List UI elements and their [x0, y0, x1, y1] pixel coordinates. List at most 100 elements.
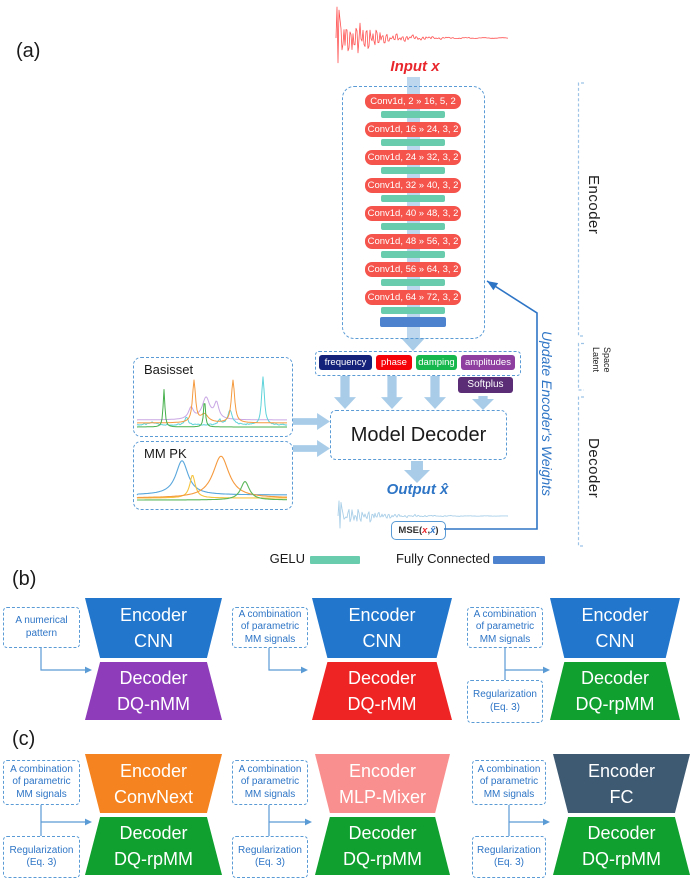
- decoder-line2: DQ-rpMM: [114, 849, 193, 869]
- input-box: A combination of parametric MM signals: [467, 607, 543, 648]
- connector-line: [268, 805, 308, 836]
- conv-layer-4: Conv1d, 32 » 40, 3, 2: [365, 178, 461, 193]
- mm-pk-spectra-plot: [136, 455, 287, 501]
- input-box: A combination of parametric MM signals: [472, 760, 546, 805]
- decoder-trapezoid: Decoder DQ-rpMM: [550, 662, 680, 720]
- basisset-label: Basisset: [144, 362, 194, 377]
- decoder-trapezoid: Decoder DQ-rpMM: [315, 817, 450, 875]
- legend-gelu-label: GELU: [269, 551, 305, 566]
- input-box: A numerical pattern: [3, 607, 80, 648]
- encoder-trapezoid: Encoder CNN: [85, 598, 222, 658]
- down-arrow-icon: [424, 376, 446, 409]
- regularization-box: Regularization (Eq. 3): [472, 836, 546, 878]
- mse-sep: ,: [427, 525, 431, 536]
- encoder-line1: Encoder: [348, 605, 416, 625]
- encoder-line2: CNN: [134, 631, 173, 651]
- mse-box: MSE(x, x̂): [391, 521, 446, 540]
- gelu-bar: [381, 139, 445, 146]
- decoder-trapezoid: Decoder DQ-rMM: [312, 662, 452, 720]
- conv-layer-3: Conv1d, 24 » 32, 3, 2: [365, 150, 461, 165]
- panel-a-label: (a): [16, 40, 41, 62]
- down-arrow-icon: [472, 396, 494, 410]
- latent-bracket: [577, 342, 584, 391]
- input-label: Input x: [390, 58, 440, 75]
- mse-close: ): [435, 525, 439, 536]
- down-arrow-icon: [404, 461, 430, 483]
- latent-chip-phase: phase: [376, 355, 412, 370]
- side-label-decoder: Decoder: [585, 438, 602, 499]
- encoder-trapezoid: Encoder FC: [553, 754, 690, 813]
- conv-layer-1: Conv1d, 2 » 16, 5, 2: [365, 94, 461, 109]
- encoder-line1: Encoder: [119, 760, 188, 781]
- gelu-bar: [381, 111, 445, 118]
- down-arrow-icon: [381, 376, 403, 409]
- decoder-bracket: [577, 396, 584, 547]
- input-box: A combination of parametric MM signals: [232, 607, 308, 648]
- decoder-line1: Decoder: [119, 823, 188, 843]
- decoder-line1: Decoder: [587, 823, 656, 843]
- decoder-trapezoid: Decoder DQ-rpMM: [553, 817, 690, 875]
- regularization-box: Regularization (Eq. 3): [3, 836, 80, 878]
- decoder-line2: DQ-rpMM: [582, 849, 661, 869]
- gelu-bar: [381, 167, 445, 174]
- right-arrow-icon: [293, 413, 330, 430]
- softplus-chip: Softplus: [458, 377, 513, 393]
- connector-line: [40, 805, 88, 836]
- encoder-line1: Encoder: [587, 760, 656, 781]
- decoder-line1: Decoder: [348, 823, 417, 843]
- gelu-bar: [381, 195, 445, 202]
- mse-func: MSE(: [398, 525, 423, 536]
- encoder-line2: MLP-Mixer: [338, 786, 426, 807]
- fully-connected-bar: [380, 317, 446, 327]
- connector-line: [508, 805, 546, 836]
- decoder-line2: DQ-nMM: [117, 694, 190, 714]
- decoder-line1: Decoder: [119, 668, 188, 688]
- connector-line: [268, 648, 304, 671]
- decoder-trapezoid: Decoder DQ-rpMM: [85, 817, 222, 875]
- encoder-line2: ConvNext: [113, 786, 194, 807]
- feedback-arrowhead-icon: [487, 281, 499, 291]
- latent-chip-frequency: frequency: [319, 355, 372, 370]
- legend-fc-label: Fully Connected: [396, 551, 490, 566]
- decoder-line1: Decoder: [580, 668, 650, 688]
- down-arrow-icon: [334, 376, 356, 409]
- encoder-line2: FC: [609, 786, 634, 807]
- conv-layer-2: Conv1d, 16 » 24, 3, 2: [365, 122, 461, 137]
- mse-x: x: [422, 525, 428, 536]
- basisset-spectra-plot: [136, 376, 288, 428]
- encoder-trapezoid: Encoder ConvNext: [85, 754, 222, 813]
- spine-arrow-icon: [401, 338, 425, 351]
- decoder-line2: DQ-rpMM: [575, 694, 655, 714]
- encoder-box: [342, 86, 485, 339]
- encoder-line2: CNN: [362, 631, 402, 651]
- latent-chip-amplitudes: amplitudes: [461, 355, 515, 370]
- encoder-bracket: [577, 82, 584, 337]
- connector-arrowhead-icon: [85, 818, 92, 826]
- encoder-line1: Encoder: [581, 605, 649, 625]
- input-box: A combination of parametric MM signals: [3, 760, 80, 805]
- encoder-trapezoid: Encoder CNN: [312, 598, 452, 658]
- side-label-encoder: Encoder: [585, 175, 602, 235]
- panel-c-label: (c): [12, 728, 36, 750]
- output-label: Output x̂: [386, 481, 449, 498]
- connector-arrowhead-icon: [85, 666, 92, 674]
- conv-layer-7: Conv1d, 56 » 64, 3, 2: [365, 262, 461, 277]
- input-signal-plot: [335, 6, 508, 64]
- regularization-box: Regularization (Eq. 3): [232, 836, 308, 878]
- gelu-bar: [381, 223, 445, 230]
- legend-gelu-swatch: [310, 556, 360, 564]
- regularization-box: Regularization (Eq. 3): [467, 680, 543, 723]
- gelu-bar: [381, 307, 445, 314]
- gelu-bar: [381, 251, 445, 258]
- feedback-label: Update Encoder's Weights: [539, 331, 555, 497]
- latent-chip-damping: damping: [416, 355, 457, 370]
- right-arrow-icon: [293, 440, 330, 457]
- gelu-bar: [381, 279, 445, 286]
- connector-arrowhead-icon: [301, 666, 308, 674]
- mse-xhat: x̂: [430, 525, 436, 536]
- connector-arrowhead-icon: [543, 666, 550, 674]
- encoder-trapezoid: Encoder MLP-Mixer: [315, 754, 450, 813]
- input-box: A combination of parametric MM signals: [232, 760, 308, 805]
- legend-fc-swatch: [493, 556, 545, 564]
